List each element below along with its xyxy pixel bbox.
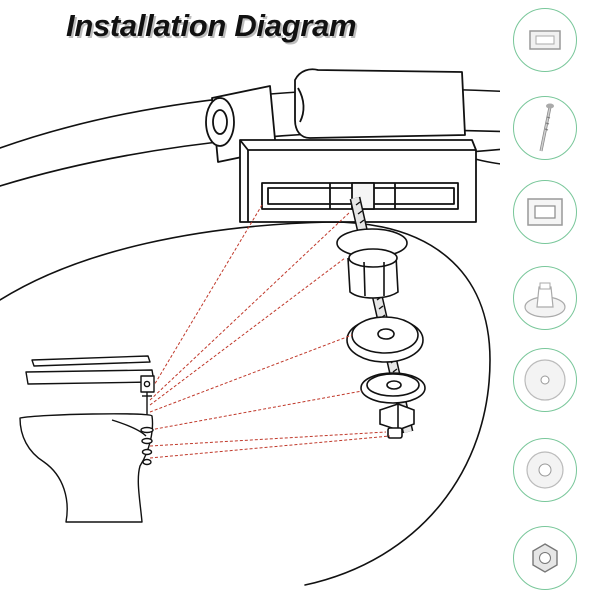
flat-washer-icon: [526, 451, 564, 489]
rubber-washer-icon: [524, 359, 566, 401]
part-card-long-bolt: [513, 96, 577, 160]
hex-nut-part: [379, 403, 415, 439]
wing-nut-part: [336, 228, 408, 299]
part-card-gasket: [513, 8, 577, 72]
part-card-flat-washer: [513, 438, 577, 502]
rubber-gasket-icon: [529, 30, 561, 50]
main-illustration: [0, 68, 500, 586]
part-card-square-spacer: [513, 180, 577, 244]
flat-washer-part: [360, 372, 426, 404]
part-card-rubber-washer: [513, 348, 577, 412]
square-spacer-icon: [527, 198, 563, 226]
part-card-wing-nut: [513, 266, 577, 330]
hinge-assembly: [205, 68, 477, 223]
part-card-hex-nut: [513, 526, 577, 590]
long-bolt-icon: [539, 103, 554, 152]
bowl-outline: [0, 221, 491, 586]
diagram-title: Installation Diagram: [66, 8, 357, 43]
leader-lines: [149, 204, 391, 459]
small-toilet-illustration: [19, 355, 155, 523]
wing-nut-cone-icon: [524, 282, 566, 318]
hex-nut-icon: [532, 543, 558, 573]
rubber-washer-part: [346, 316, 424, 363]
